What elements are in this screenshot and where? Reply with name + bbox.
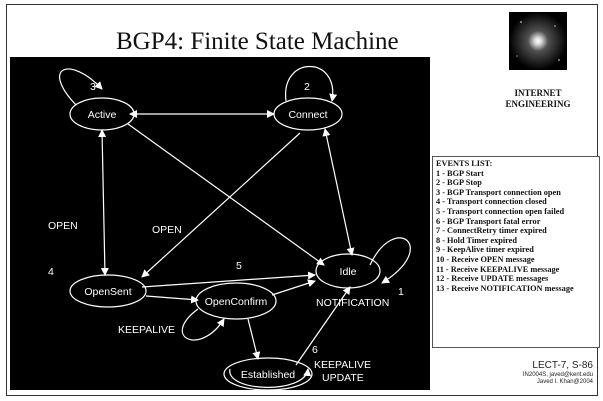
slide-title: BGP4: Finite State Machine [116,28,399,55]
event-item: 7 - ConnectRetry timer expired [436,226,547,236]
fsm-canvas: Active Connect Idle OpenSent OpenConfirm… [48,66,411,390]
state-active [69,97,135,131]
loop-connect [285,66,338,102]
edge-opensent-openconfirm [145,295,199,304]
loop-openconfirm [181,308,225,341]
label-open-left: OPEN [48,220,78,232]
event-item: 5 - Transport connection open failed [436,206,565,216]
internet-engineering-logo [509,12,567,70]
loop-idle [369,237,411,284]
label-open-mid: OPEN [152,224,182,236]
edge-established-idle [295,286,351,366]
event-item: 2 - BGP Stop [436,178,482,188]
state-connect-label: Connect [288,109,327,121]
loop-established [229,368,312,388]
logo-caption: INTERNET ENGINEERING [488,88,588,110]
logo-caption-line1: INTERNET [514,88,562,98]
event-item: 8 - Hold Timer expired [436,235,517,245]
label-keepalive-update-2: UPDATE [322,372,364,384]
num-opensent: 4 [48,266,54,278]
event-item: 12 - Receive UPDATE messages [436,274,549,284]
num-active: 3 [90,81,96,93]
num-mid: 5 [236,260,242,272]
state-established-label: Established [241,369,295,381]
label-keepalive: KEEPALIVE [118,324,175,336]
state-connect [273,97,343,131]
event-item: 6 - BGP Transport fatal error [436,216,541,226]
event-item: 3 - BGP Transport connection open [436,187,561,197]
edge-active-idle [127,123,325,266]
event-item: 13 - Receive NOTIFICATION message [436,283,574,293]
edge-opensent-idle [141,271,316,288]
events-heading: EVENTS LIST: [436,159,493,168]
logo-caption-line2: ENGINEERING [505,99,571,109]
footer-course: IN2004S, javed@kent.edu [522,372,593,378]
label-keepalive-update-1: KEEPALIVE [314,359,371,371]
state-opensent-label: OpenSent [84,286,131,298]
event-item: 4 - Transport connection closed [436,197,547,207]
edge-openconfirm-idle [271,279,316,296]
edge-connect-idle [322,128,355,256]
fsm-diagram: Active Connect Idle OpenSent OpenConfirm… [10,57,430,390]
label-notification: NOTIFICATION [316,297,389,309]
state-openconfirm-label: OpenConfirm [205,296,268,308]
state-established [223,357,313,390]
num-established: 6 [312,344,318,356]
events-list: EVENTS LIST: 1 - BGP Start 2 - BGP Stop … [432,156,600,348]
num-idle: 1 [398,286,404,298]
slide-footer: LECT-7, S-86 IN2004S, javed@kent.edu Jav… [523,360,593,386]
state-opensent [69,274,147,308]
event-item: 9 - KeepAlive timer expired [436,245,534,255]
event-item: 1 - BGP Start [436,168,484,178]
state-openconfirm [195,282,277,320]
edge-openconfirm-established [247,318,261,360]
loop-active [59,68,103,106]
event-item: 11 - Receive KEEPALIVE message [436,264,560,274]
state-active-label: Active [88,109,117,121]
galaxy-icon [509,12,567,70]
state-idle [315,253,381,289]
footer-lecture: LECT-7, S-86 [532,360,593,371]
edge-connect-opensent [141,132,301,278]
edge-active-opensent [98,129,109,276]
state-idle-label: Idle [340,266,357,278]
footer-author: Javed I. Khan@2004 [536,379,593,385]
event-item: 10 - Receive OPEN message [436,254,535,264]
num-connect: 2 [304,81,310,93]
